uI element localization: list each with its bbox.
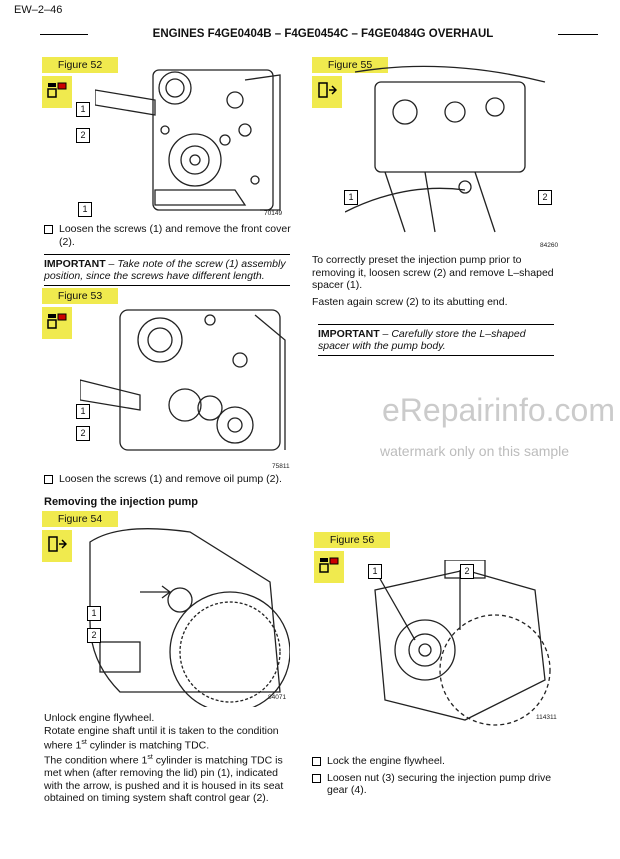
step-item: Loosen nut (3) securing the injection pu…	[312, 772, 560, 797]
important-note: IMPORTANT – Carefully store the L–shaped…	[318, 324, 554, 356]
text-block: Unlock engine flywheel. Rotate engine sh…	[44, 712, 296, 805]
pump-removal-icon	[312, 76, 342, 108]
figure-56-drawing	[374, 560, 551, 726]
figure-code: 84260	[540, 242, 559, 249]
figure-52-drawing	[95, 69, 281, 211]
disassembly-icon	[42, 307, 72, 339]
disassembly-icon	[42, 76, 72, 108]
figure-54-label: Figure 54	[42, 511, 118, 527]
callout-2: 2	[87, 628, 101, 643]
callout-1: 1	[368, 564, 382, 579]
figure-53-label: Figure 53	[42, 288, 118, 304]
callout-1: 1	[76, 102, 90, 117]
step-item: Lock the engine flywheel.	[312, 755, 560, 768]
checkbox-icon	[44, 225, 53, 234]
figure-code: 70149	[264, 210, 283, 217]
paragraph: The condition where 1st cylinder is matc…	[44, 754, 284, 804]
figure-54-drawing	[89, 528, 290, 707]
text-block: To correctly preset the injection pump p…	[312, 254, 554, 308]
figure-code: 114311	[536, 714, 557, 721]
callout-2: 2	[76, 426, 90, 441]
callout-2: 2	[460, 564, 474, 579]
step-item: Loosen the screws (1) and remove oil pum…	[44, 473, 296, 486]
figure-52-label: Figure 52	[42, 57, 118, 73]
callout-2: 2	[76, 128, 90, 143]
callout-1: 1	[87, 606, 101, 621]
disassembly-icon	[314, 551, 344, 583]
callout-1: 1	[76, 404, 90, 419]
figure-55-drawing	[345, 65, 546, 233]
steps-list: Lock the engine flywheel. Loosen nut (3)…	[312, 755, 560, 797]
page-title: ENGINES F4GE0404B – F4GE0454C – F4GE0484…	[88, 28, 558, 40]
checkbox-icon	[312, 757, 321, 766]
checkbox-icon	[312, 773, 321, 783]
section-heading: Removing the injection pump	[44, 496, 199, 508]
important-note: IMPORTANT – Take note of the screw (1) a…	[44, 254, 290, 286]
checkbox-icon	[44, 475, 53, 484]
callout-2: 2	[538, 190, 552, 205]
pump-removal-icon	[42, 530, 72, 562]
figure-55-label: Figure 55	[312, 57, 388, 73]
watermark-text: eRepairinfo.com	[382, 392, 615, 428]
step-item: Loosen the screws (1) and remove the fro…	[44, 223, 292, 248]
page-number: EW–2–46	[14, 4, 63, 16]
figure-code: 75811	[272, 463, 290, 470]
watermark-subtext: watermark only on this sample	[380, 443, 570, 459]
callout-1: 1	[344, 190, 358, 205]
figure-53-drawing	[80, 309, 286, 451]
figure-56-label: Figure 56	[314, 532, 390, 548]
paragraph: Rotate engine shaft until it is taken to…	[44, 724, 279, 752]
figure-code: 84071	[268, 694, 287, 701]
callout-1: 1	[78, 202, 92, 217]
